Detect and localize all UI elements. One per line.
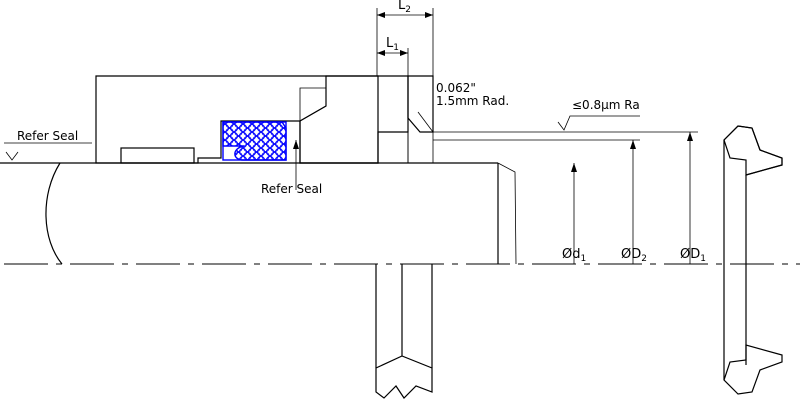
roughness-symbol [557,115,640,131]
seal-section [222,121,287,161]
label-dia-d2: ØD2 [621,247,647,264]
label-roughness: ≤0.8μm Ra [572,98,640,112]
label-chamfer-2: 1.5mm Rad. [436,94,509,108]
refer-seal-leaders [4,140,299,190]
label-dia-d1-small: Ød1 [562,247,586,264]
label-l1: L1 [386,36,399,53]
dim-l2 [376,8,434,132]
label-l2: L2 [398,0,411,15]
dim-diameters [571,132,693,264]
dim-l1 [377,48,409,76]
guide-strip [120,147,195,164]
wiper-lower [375,264,433,399]
label-refer-seal-bottom: Refer Seal [261,182,322,196]
label-refer-seal-left: Refer Seal [17,129,78,143]
seal-profile-right [723,125,783,395]
shaft [0,162,517,265]
label-chamfer-1: 0.062" [436,81,476,95]
label-dia-d1: ØD1 [680,247,706,264]
